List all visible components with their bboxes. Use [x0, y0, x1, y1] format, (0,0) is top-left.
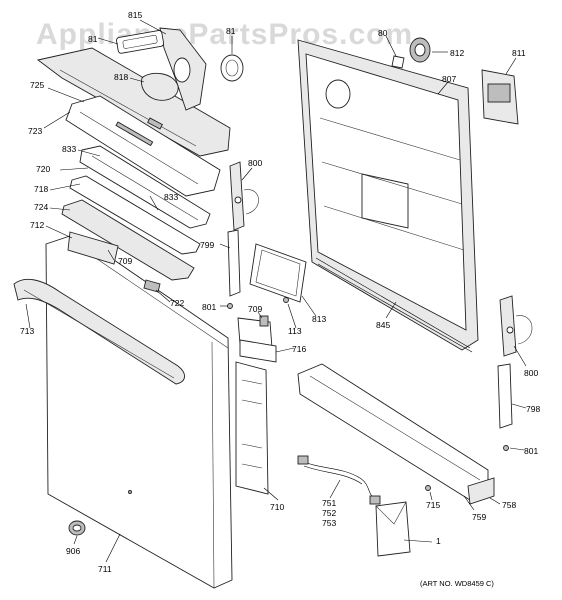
callout-811: 811: [512, 48, 526, 58]
part-818: [141, 72, 179, 101]
callout-716: 716: [292, 344, 306, 354]
part-712-trim: [67, 231, 119, 265]
part-751-wire-harness: [297, 455, 381, 505]
part-720-board: [79, 145, 211, 229]
callout-113: 113: [288, 326, 302, 336]
leader-lines: [25, 19, 527, 563]
callout-718: 718: [34, 184, 48, 194]
callout-799: 799: [200, 240, 214, 250]
callout-713: 713: [20, 326, 34, 336]
callout-709b: 709: [248, 304, 262, 314]
part-759-toe-kick: [297, 363, 489, 501]
art-number: (ART NO. WD8459 C): [420, 579, 494, 588]
part-800-hinge-left: [229, 161, 259, 231]
callout-709a: 709: [118, 256, 132, 266]
callout-815: 815: [128, 10, 142, 20]
callout-818: 818: [114, 72, 128, 82]
part-798-arm: [497, 363, 513, 429]
part-758-toe-kick-lower: [467, 477, 495, 505]
callout-833a: 833: [62, 144, 76, 154]
part-813-gasket: [249, 243, 307, 303]
callout-722: 722: [170, 298, 184, 308]
part-113-screw: [283, 297, 289, 303]
part-800-hinge-right: [499, 295, 533, 357]
callout-819: 81: [88, 34, 98, 44]
callout-753: 753: [322, 518, 336, 528]
part-716-bracket: [239, 339, 277, 363]
callout-833b: 833: [164, 192, 178, 202]
part-710-insulation: [235, 361, 269, 495]
part-906-badge: [68, 520, 86, 536]
callout-759: 759: [472, 512, 486, 522]
callout-725: 725: [30, 80, 44, 90]
part-815-bracket: [159, 27, 207, 111]
part-811-dispenser: [481, 69, 519, 125]
callout-711: 711: [98, 564, 112, 574]
callout-723: 723: [28, 126, 42, 136]
part-801-screw-right: [503, 445, 509, 451]
part-715-screw: [425, 485, 431, 491]
callout-80: 80: [378, 28, 388, 38]
callout-1: 1: [436, 536, 441, 546]
callout-81a: 81: [226, 26, 236, 36]
callout-845: 845: [376, 320, 390, 330]
callout-710: 710: [270, 502, 284, 512]
callout-812: 812: [450, 48, 464, 58]
callout-712: 712: [30, 220, 44, 230]
part-80-knob: [391, 55, 405, 69]
callout-798: 798: [526, 404, 540, 414]
callout-758: 758: [502, 500, 516, 510]
callout-labels: 815 81 81 818 725 723 833 720 833 718 72…: [20, 10, 540, 574]
part-1-manual: [375, 501, 411, 557]
part-724: [61, 199, 195, 281]
callout-715: 715: [426, 500, 440, 510]
callout-800b: 800: [524, 368, 538, 378]
callout-752: 752: [322, 508, 336, 518]
part-718: [69, 175, 201, 255]
watermark-text: AppliancePartsPros.com: [36, 18, 413, 51]
part-845-gasket: [315, 257, 473, 353]
callout-906: 906: [66, 546, 80, 556]
callout-724: 724: [34, 202, 48, 212]
part-801-screw-left: [227, 303, 233, 309]
callout-801a: 801: [202, 302, 216, 312]
part-819-gasket: [116, 30, 165, 54]
part-725-control-panel: [65, 95, 221, 197]
part-713-handle: [13, 278, 185, 385]
callout-813: 813: [312, 314, 326, 324]
part-807-inner-door: [297, 39, 479, 351]
callout-720: 720: [36, 164, 50, 174]
part-81-ring: [220, 54, 244, 82]
callout-800a: 800: [248, 158, 262, 168]
part-812-cap: [409, 37, 431, 63]
callout-801b: 801: [524, 446, 538, 456]
part-723-console: [36, 47, 231, 157]
callout-751: 751: [322, 498, 336, 508]
callout-807: 807: [442, 74, 456, 84]
part-799-arm: [227, 229, 241, 297]
